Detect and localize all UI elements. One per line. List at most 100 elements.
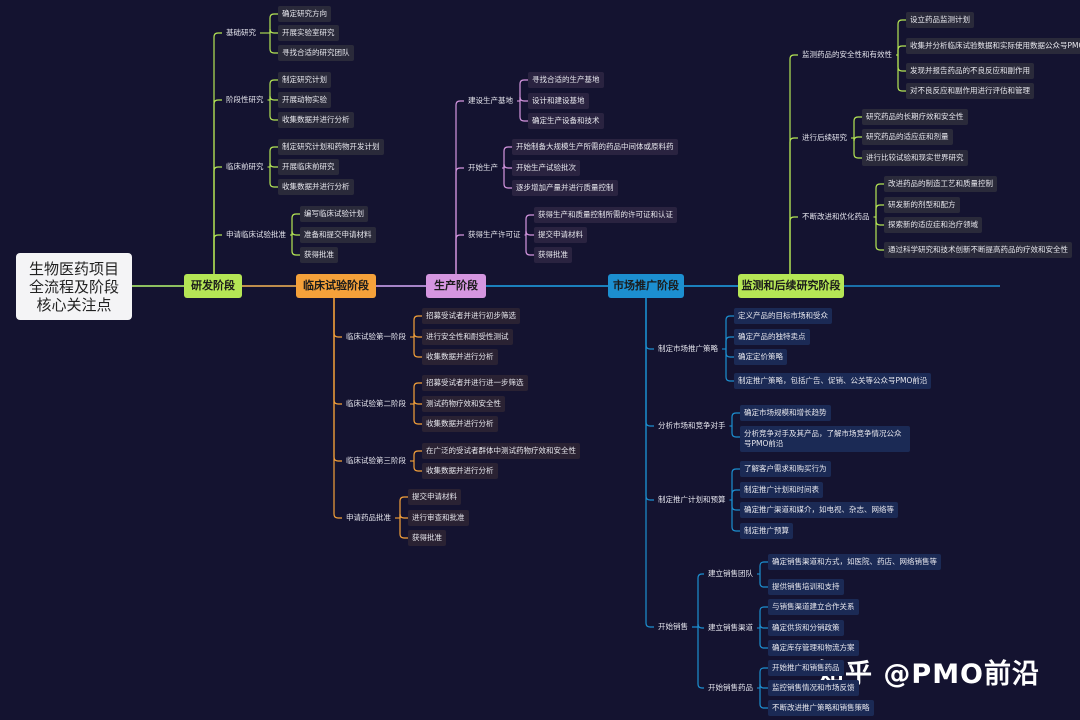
leaf-node[interactable]: 确定推广渠道和媒介，如电视、杂志、网络等 [740,502,898,518]
connector [725,315,734,349]
leaf-node[interactable]: 制定推广策略，包括广告、促销、公关等公众号PMO前沿 [734,373,932,389]
leaf-node[interactable]: 研究药品的长期疗效和安全性 [862,109,968,125]
branch-node[interactable]: 临床试验第二阶段 [346,399,406,408]
branch-node[interactable]: 获得生产许可证 [468,230,521,239]
branch-node[interactable]: 临床试验第三阶段 [346,456,406,465]
stage-node[interactable]: 研发阶段 [184,274,242,298]
leaf-node[interactable]: 确定研究方向 [278,6,331,22]
leaf-node[interactable]: 进行审查和批准 [408,510,469,526]
branch-node[interactable]: 建设生产基地 [468,96,513,105]
connector [399,518,408,539]
leaf-node[interactable]: 进行比较试验和现实世界研究 [862,150,968,166]
leaf-node[interactable]: 监控销售情况和市场反馈 [768,680,859,696]
leaf-node[interactable]: 获得批准 [534,247,572,263]
branch-node[interactable]: 制定市场推广策略 [658,344,718,353]
leaf-node[interactable]: 确定市场规模和增长趋势 [740,405,831,421]
leaf-node[interactable]: 了解客户需求和购买行为 [740,461,831,477]
connector [759,688,768,709]
stage-node[interactable]: 市场推广阶段 [608,274,684,298]
leaf-node[interactable]: 提交申请材料 [534,227,587,243]
leaf-node[interactable]: 设计和建设基地 [528,93,589,109]
connector [291,213,300,235]
leaf-node[interactable]: 研究药品的适应症和剂量 [862,129,953,145]
connector [213,99,222,274]
branch-node[interactable]: 基础研究 [226,28,256,37]
leaf-node[interactable]: 准备和提交申请材料 [300,227,376,243]
leaf-node[interactable]: 发现并报告药品的不良反应和副作用 [906,63,1034,79]
leaf-node[interactable]: 获得生产和质量控制所需的许可证和认证 [534,207,677,223]
stage-node[interactable]: 生产阶段 [426,274,486,298]
leaf-node[interactable]: 开始推广和销售药品 [768,660,844,676]
leaf-node[interactable]: 招募受试者并进行初步筛选 [422,308,520,324]
leaf-node[interactable]: 提供销售培训和支持 [768,579,844,595]
leaf-node[interactable]: 确定定价策略 [734,349,787,365]
connector [875,217,884,251]
branch-node[interactable]: 临床前研究 [226,162,264,171]
branch-node[interactable]: 申请药品批准 [346,513,391,522]
branch-node[interactable]: 不断改进和优化药品 [802,212,870,221]
leaf-node[interactable]: 制定研究计划 [278,72,331,88]
connector [645,298,654,350]
leaf-node[interactable]: 研发新的剂型和配方 [884,197,960,213]
leaf-node[interactable]: 招募受试者并进行进一步筛选 [422,375,528,391]
branch-node[interactable]: 开始销售 [658,622,688,631]
sub-branch-node[interactable]: 建立销售团队 [708,569,753,578]
leaf-node[interactable]: 通过科学研究和技术创新不断提高药品的疗效和安全性 [884,242,1072,258]
branch-node[interactable]: 阶段性研究 [226,95,264,104]
leaf-node[interactable]: 确定产品的独特卖点 [734,329,810,345]
leaf-node[interactable]: 制定推广计划和时间表 [740,482,823,498]
stage-node[interactable]: 监测和后续研究阶段 [738,274,844,298]
leaf-node[interactable]: 收集数据并进行分析 [278,112,354,128]
leaf-node[interactable]: 确定销售渠道和方式，如医院、药店、网络销售等 [768,554,941,570]
branch-node[interactable]: 监测药品的安全性和有效性 [802,50,892,59]
leaf-node[interactable]: 不断改进推广策略和销售策略 [768,700,874,716]
leaf-node[interactable]: 进行安全性和耐受性测试 [422,329,513,345]
leaf-node[interactable]: 逐步增加产量并进行质量控制 [512,180,618,196]
leaf-node[interactable]: 编写临床试验计划 [300,206,368,222]
leaf-node[interactable]: 寻找合适的研究团队 [278,45,354,61]
connector [333,298,342,462]
leaf-node[interactable]: 收集并分析临床试验数据和实际使用数据公众号PMO前沿 [906,38,1080,54]
leaf-node[interactable]: 确定生产设备和技术 [528,113,604,129]
branch-node[interactable]: 申请临床试验批准 [226,230,286,239]
leaf-node[interactable]: 与销售渠道建立合作关系 [768,599,859,615]
leaf-node[interactable]: 获得批准 [300,247,338,263]
branch-node[interactable]: 开始生产 [468,163,498,172]
leaf-node[interactable]: 分析竞争对手及其产品，了解市场竞争情况公众号PMO前沿 [740,426,910,452]
leaf-node[interactable]: 设立药品监测计划 [906,12,974,28]
leaf-node[interactable]: 改进药品的制造工艺和质量控制 [884,176,997,192]
stage-node[interactable]: 临床试验阶段 [296,274,376,298]
leaf-node[interactable]: 获得批准 [408,530,446,546]
leaf-node[interactable]: 开始生产试验批次 [512,160,580,176]
leaf-node[interactable]: 开展实验室研究 [278,25,339,41]
branch-node[interactable]: 分析市场和竞争对手 [658,421,726,430]
leaf-node[interactable]: 制定研究计划和药物开发计划 [278,139,384,155]
leaf-node[interactable]: 收集数据并进行分析 [278,179,354,195]
sub-branch-node[interactable]: 建立销售渠道 [708,623,753,632]
leaf-node[interactable]: 制定推广预算 [740,523,793,539]
leaf-node[interactable]: 收集数据并进行分析 [422,463,498,479]
sub-branch-node[interactable]: 开始销售药品 [708,683,753,692]
root-node[interactable]: 生物医药项目全流程及阶段核心关注点 [16,253,132,320]
branch-node[interactable]: 临床试验第一阶段 [346,332,406,341]
leaf-node[interactable]: 开始制备大规模生产所需的药品中间体或原料药 [512,139,678,155]
leaf-node[interactable]: 提交申请材料 [408,489,461,505]
leaf-node[interactable]: 开展临床前研究 [278,159,339,175]
leaf-node[interactable]: 收集数据并进行分析 [422,416,498,432]
leaf-node[interactable]: 寻找合适的生产基地 [528,72,604,88]
leaf-node[interactable]: 确定供货和分销政策 [768,620,844,636]
connector [413,332,422,338]
branch-node[interactable]: 制定推广计划和预算 [658,495,726,504]
leaf-node[interactable]: 确定库存管理和物流方案 [768,640,859,656]
leaf-node[interactable]: 在广泛的受试者群体中测试药物疗效和安全性 [422,443,580,459]
leaf-node[interactable]: 定义产品的目标市场和受众 [734,308,832,324]
connector [697,627,704,689]
leaf-node[interactable]: 对不良反应和副作用进行评估和管理 [906,83,1034,99]
leaf-node[interactable]: 开展动物实验 [278,92,331,108]
leaf-node[interactable]: 探索新的适应症和治疗领域 [884,217,982,233]
leaf-node[interactable]: 测试药物疗效和安全性 [422,396,505,412]
connector [731,500,740,511]
leaf-node[interactable]: 收集数据并进行分析 [422,349,498,365]
branch-node[interactable]: 进行后续研究 [802,133,847,142]
